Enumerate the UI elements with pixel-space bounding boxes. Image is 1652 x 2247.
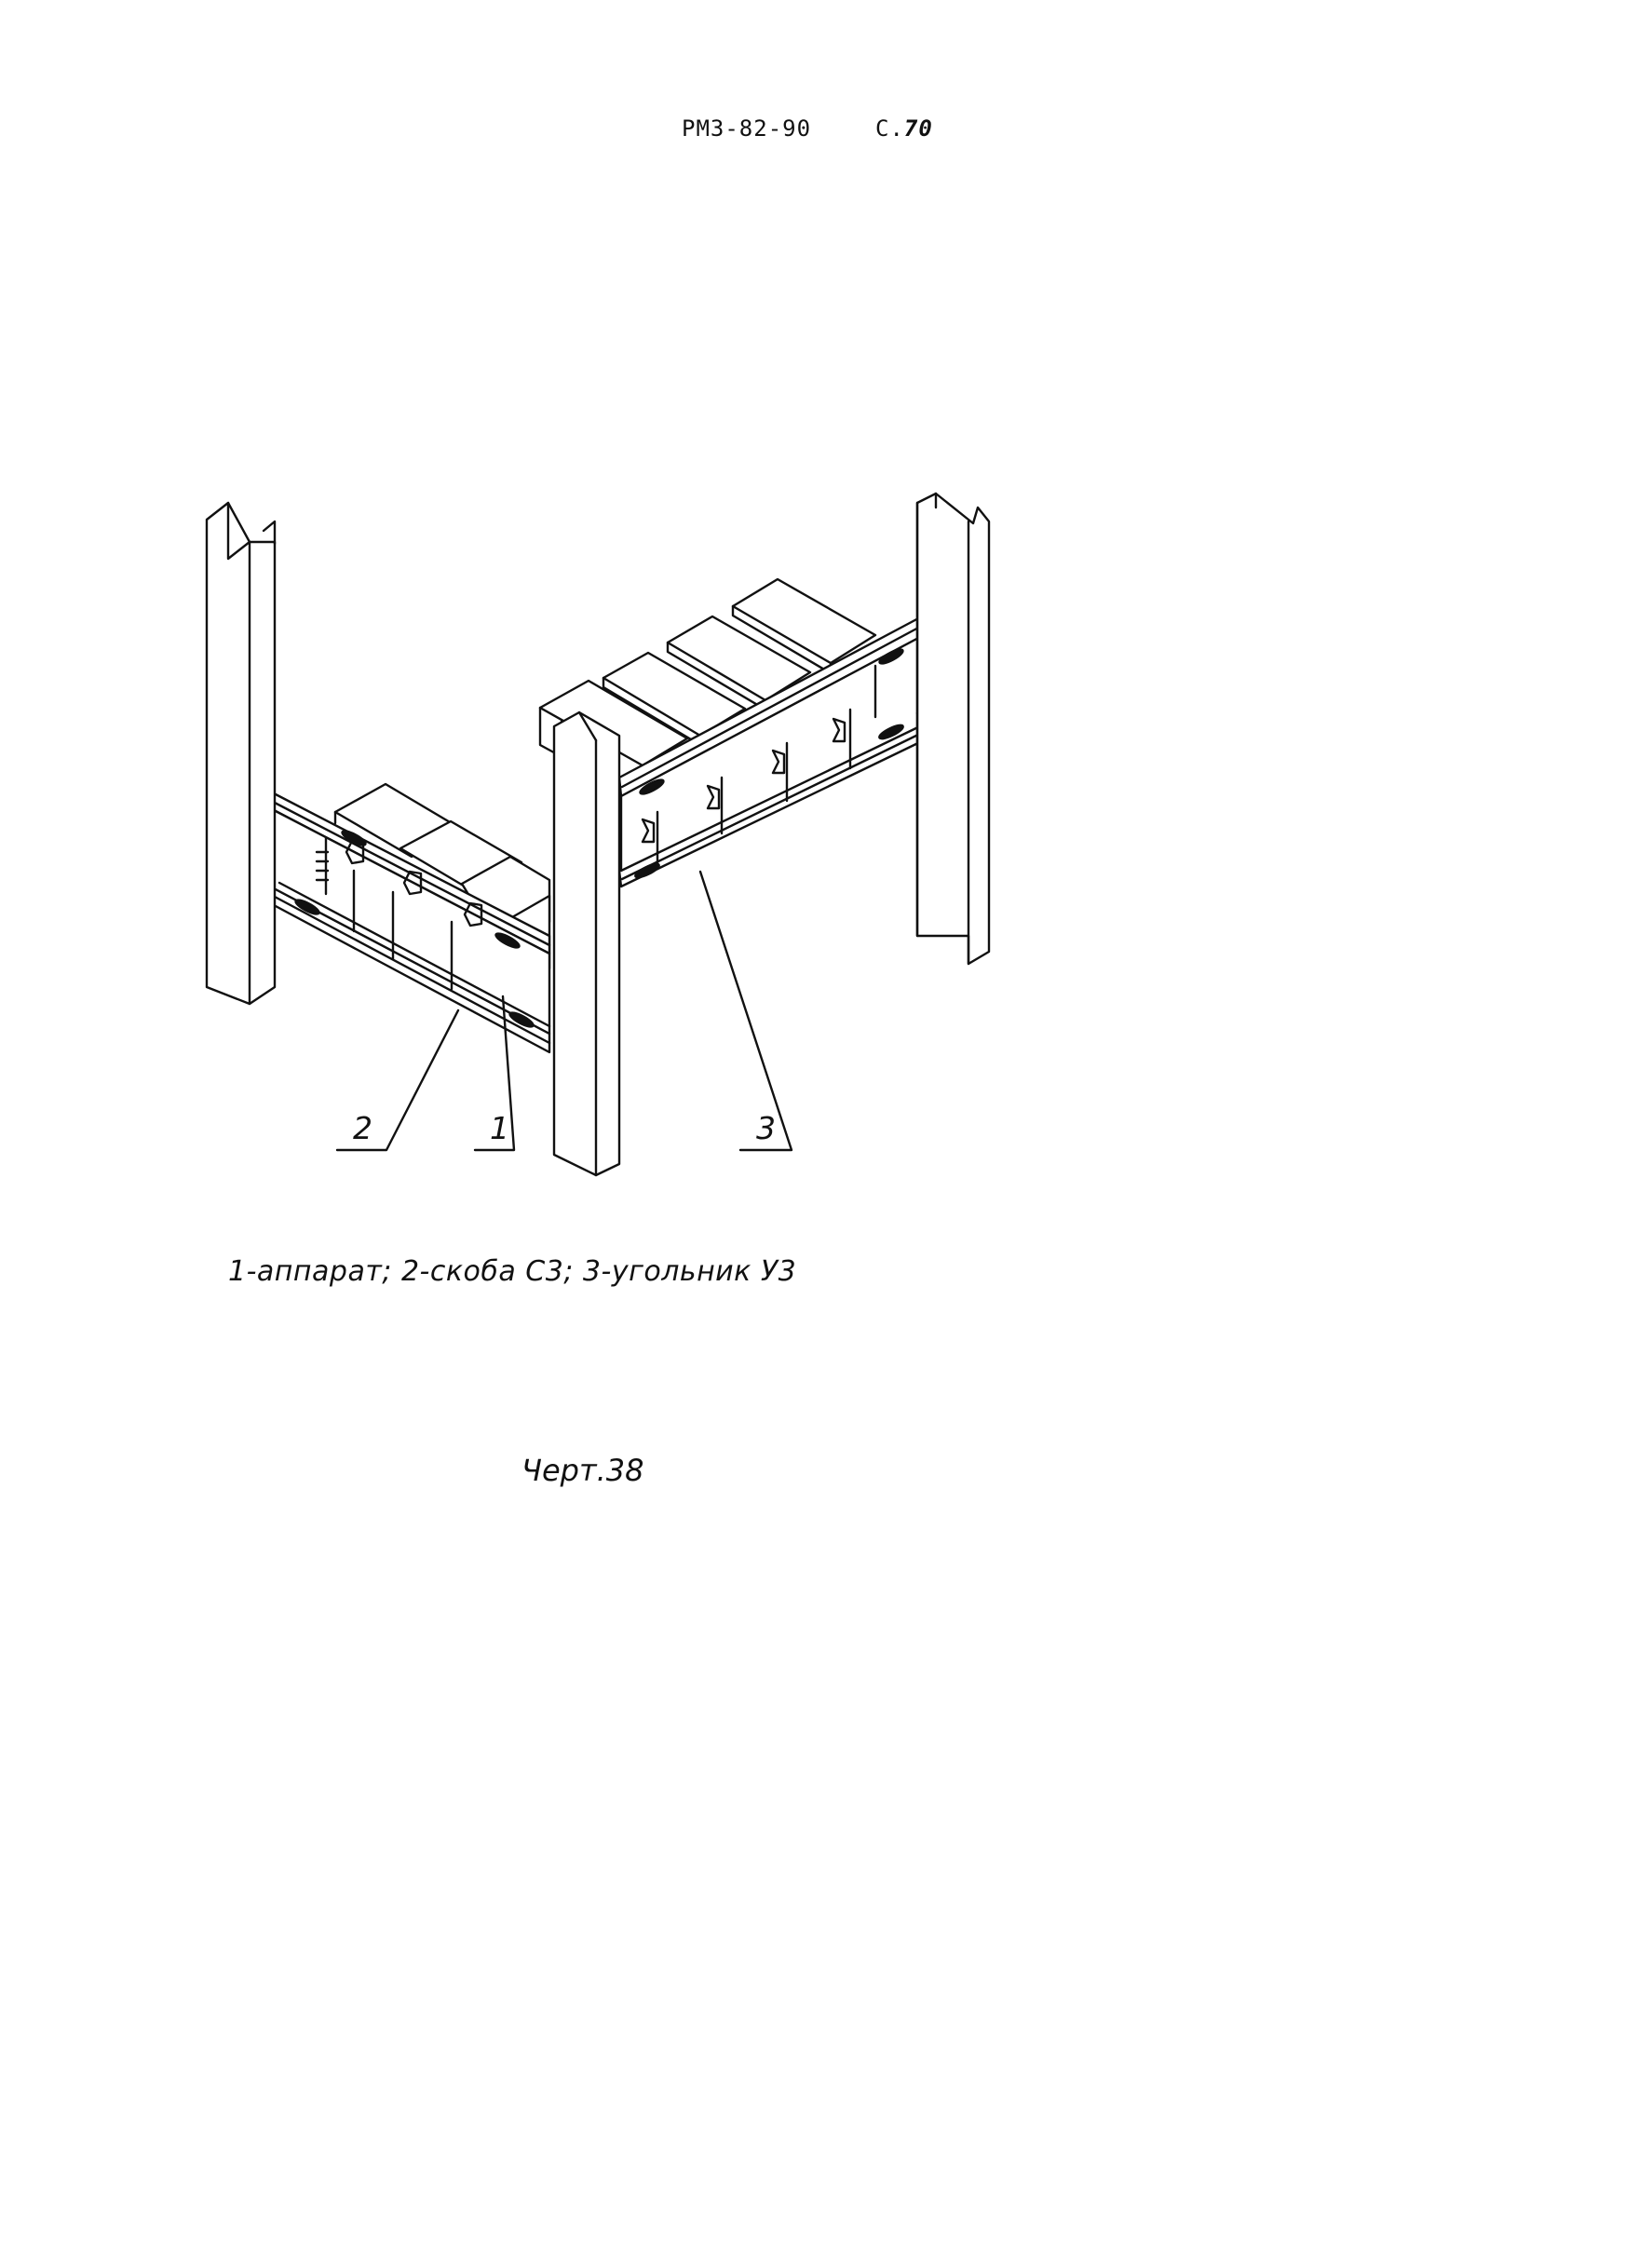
technical-drawing (205, 492, 991, 1177)
legend-caption: 1-аппарат; 2-скоба С3; 3-угольник У3 (228, 1255, 797, 1288)
apparatus-blocks-back (538, 577, 877, 775)
post-left (205, 501, 277, 1006)
angle-rail-right (617, 611, 935, 888)
callout-2[interactable]: 2 (353, 1110, 372, 1146)
page-number-value: 70 (903, 115, 933, 142)
figure-label: Черт.38 (521, 1453, 644, 1488)
page-header: РМ3-82-90 С.70 (682, 115, 961, 147)
post-right (915, 492, 991, 966)
page-number: С.70 (875, 115, 933, 142)
post-center (552, 711, 621, 1177)
document-code: РМ3-82-90 (682, 115, 812, 142)
callout-3[interactable]: 3 (756, 1110, 776, 1146)
leader-lines[interactable] (335, 870, 793, 1152)
document-page: РМ3-82-90 С.70 (205, 115, 991, 1488)
callout-1[interactable]: 1 (490, 1110, 509, 1146)
page-prefix: С. (875, 115, 904, 142)
